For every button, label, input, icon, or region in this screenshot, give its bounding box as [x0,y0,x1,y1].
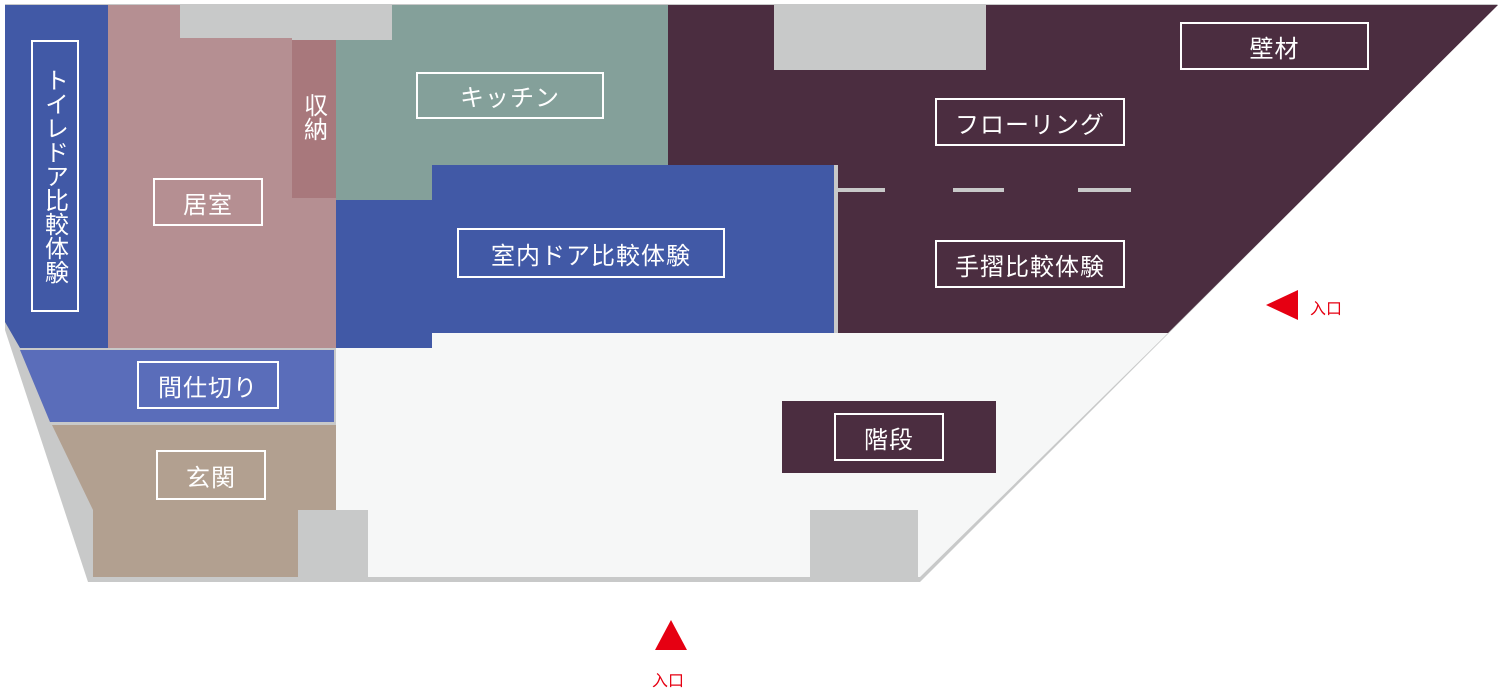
column [298,510,368,577]
label-storage: 収納 [299,93,328,141]
entryway-area [52,425,336,577]
label-living-room: 居室 [153,178,263,226]
storage-area [292,40,336,198]
entrance-arrow-right [1266,290,1298,320]
toilet-door-area [5,5,108,348]
entrance-label-bottom: 入口 [652,671,685,690]
entrance-label-right: 入口 [1310,299,1343,318]
label-flooring: フローリング [935,98,1125,146]
entrance-arrow-bottom [655,620,687,650]
kitchen-area [336,5,668,200]
plum-finish-area [668,5,1498,333]
label-entryway: 玄関 [156,450,266,500]
label-handrail: 手摺比較体験 [935,240,1125,288]
label-toilet-door: トイレドア比較体験 [31,40,79,312]
label-interior-door: 室内ドア比較体験 [457,228,725,278]
label-partition: 間仕切り [137,361,279,409]
partition-area [20,350,334,422]
interior-door-area [336,165,834,348]
living-room-area [108,5,336,348]
label-wall-material: 壁材 [1180,22,1369,70]
open-floor-area [336,333,1168,577]
column [810,510,918,580]
label-kitchen: キッチン [416,72,604,119]
label-stairs: 階段 [834,413,944,461]
